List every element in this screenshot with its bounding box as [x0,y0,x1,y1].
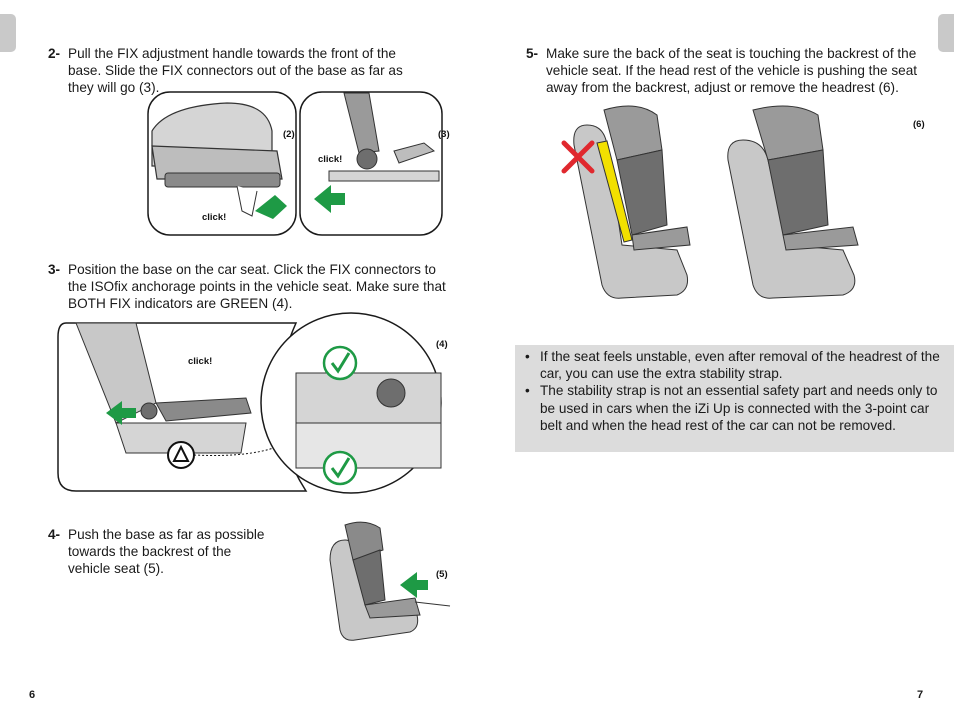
step-4: 4- Push the base as far as possible towa… [48,526,273,578]
stability-strap-note: If the seat feels unstable, even after r… [515,345,954,452]
step-2-number: 2- [48,46,61,61]
step-2-text: Pull the FIX adjustment handle towards t… [68,46,403,96]
figure-2 [147,91,297,236]
figure-5 [329,521,451,641]
figure-4-label: (4) [436,339,448,350]
step-5-text: Make sure the back of the seat is touchi… [546,46,918,96]
step-2: 2- Pull the FIX adjustment handle toward… [48,45,408,97]
step-3: 3- Position the base on the car seat. Cl… [48,261,448,313]
note-item-1: If the seat feels unstable, even after r… [523,348,943,382]
figure-6-correct [727,105,859,299]
page-number-right: 7 [917,689,924,701]
figure-2-label: (2) [283,129,295,140]
figure-4 [57,312,442,494]
figure-2-click-label: click! [202,212,227,223]
step-4-number: 4- [48,527,61,542]
step-5: 5- Make sure the back of the seat is tou… [526,45,926,97]
page-tab-right [938,14,954,52]
figure-6-label: (6) [913,119,925,130]
note-item-2: The stability strap is not an essential … [523,382,943,434]
step-3-text: Position the base on the car seat. Click… [68,262,446,312]
step-3-number: 3- [48,262,61,277]
step-5-number: 5- [526,46,539,61]
figure-3-label: (3) [438,129,450,140]
figure-6-incorrect [561,105,691,299]
step-4-text: Push the base as far as possible towards… [68,527,265,577]
page-number-left: 6 [29,689,36,701]
figure-3-click-label: click! [318,154,343,165]
figure-4-click-label: click! [188,356,213,367]
figure-3 [299,91,443,236]
note-list: If the seat feels unstable, even after r… [523,348,943,434]
figure-5-label: (5) [436,569,448,580]
page-tab-left [0,14,16,52]
